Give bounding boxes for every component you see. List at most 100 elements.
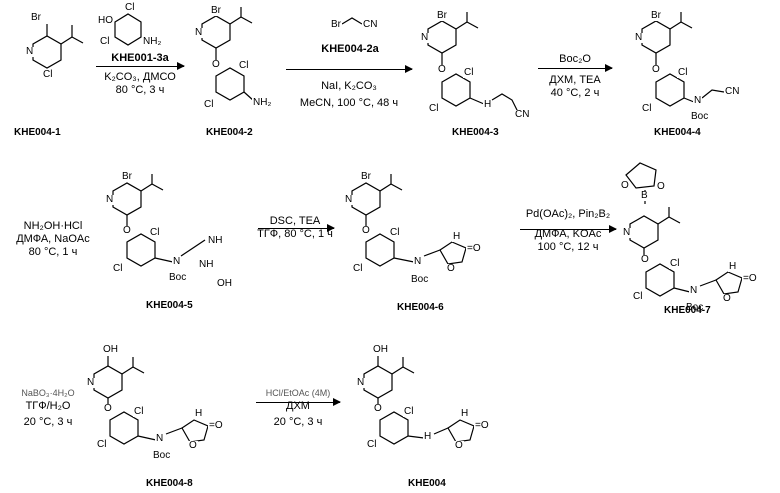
khe004-5-n: N: [105, 195, 114, 205]
structure-khe004-4: [642, 12, 724, 106]
compound-label-khe004-8: KHE004-8: [146, 478, 193, 489]
khe001-3a-nh2: NH₂: [142, 37, 162, 47]
khe004-8-cl-bottom: Cl: [96, 440, 107, 450]
compound-label-khe004: KHE004: [408, 478, 446, 489]
khe004-2a-cn: CN: [362, 20, 378, 30]
step-2-conditions-below: NaI, K₂CO₃ MeCN, 100 °C, 48 ч: [286, 80, 412, 110]
khe004-6-boc: Boc: [410, 275, 429, 285]
khe004-3-cl-bottom: Cl: [428, 104, 439, 114]
khe004-4-br: Br: [650, 11, 662, 21]
khe004-6-ring-o: O: [446, 264, 456, 274]
step-6-line0: Pd(OAc)₂, Pin₂B₂: [520, 208, 616, 221]
khe004-h: H: [460, 409, 469, 419]
khe001-3a-cl: Cl: [99, 37, 110, 47]
khe004-3-n: N: [420, 33, 429, 43]
khe004-6-o: O: [361, 226, 371, 236]
khe004-7-ring-o: O: [722, 294, 732, 304]
khe004-ring-o: O: [454, 441, 464, 451]
compound-label-khe004-5: KHE004-5: [146, 300, 193, 311]
reaction-arrow-2: [286, 69, 412, 70]
khe004-carbonyl: =O: [474, 421, 490, 431]
khe004-5-n-oxime: NH: [198, 260, 214, 270]
step-8-conditions: HCl/EtOAc (4M) ДХМ 20 °C, 3 ч: [258, 387, 338, 429]
step-4-line2: 80 °C, 1 ч: [8, 246, 98, 259]
khe004-7-cl-bottom: Cl: [632, 292, 643, 302]
khe004-1-n: N: [25, 47, 34, 57]
khe004-4-n: N: [634, 33, 643, 43]
khe004-o: O: [373, 404, 383, 414]
step-6-conditions: Pd(OAc)₂, Pin₂B₂ ДМФА, KOAc 100 °C, 12 ч: [520, 208, 616, 254]
khe004-cl-top: Cl: [403, 407, 414, 417]
step-7-line2: 20 °C, 3 ч: [8, 416, 88, 429]
khe004-cl-bottom: Cl: [366, 440, 377, 450]
reaction-arrow-1: [96, 66, 184, 67]
structure-khe004-3: [428, 12, 518, 112]
step-3-line2: 40 °C, 2 ч: [538, 87, 612, 100]
khe004-5-boc: Boc: [168, 273, 187, 283]
khe004-4-cn: CN: [724, 87, 740, 97]
step-1-conditions-below: K₂CO₃, ДМСО 80 °C, 3 ч: [96, 71, 184, 97]
reaction-arrow-6: [520, 229, 616, 230]
khe004-5-br: Br: [121, 172, 133, 182]
step-5-line0: DSC, TEA: [255, 215, 335, 228]
khe004-3-o: O: [437, 65, 447, 75]
khe004-4-n-amine: N: [693, 96, 702, 106]
compound-label-khe004-6: KHE004-6: [397, 302, 444, 313]
khe004-4-boc: Boc: [690, 112, 709, 122]
step-8-line2: 20 °C, 3 ч: [258, 416, 338, 429]
khe004-5-nh: NH: [207, 236, 223, 246]
khe004-8-cl-top: Cl: [133, 407, 144, 417]
step-2-line2: MeCN, 100 °C, 48 ч: [286, 97, 412, 110]
khe004-4-cl-top: Cl: [677, 68, 688, 78]
structure-khe004-8: [94, 356, 208, 444]
step-8-line0: HCl/EtOAc (4M): [258, 387, 338, 400]
structure-khe004-2: [202, 7, 254, 101]
compound-label-khe004-2: KHE004-2: [206, 127, 253, 138]
khe004-3-nh: H: [483, 100, 492, 110]
khe004-2-br: Br: [210, 6, 222, 16]
khe004-6-cl-top: Cl: [389, 228, 400, 238]
khe004-7-carbonyl: =O: [742, 274, 758, 284]
compound-label-khe004-7: KHE004-7: [664, 305, 711, 316]
step-1-line2: 80 °C, 3 ч: [96, 84, 184, 97]
khe004-4-o: O: [651, 65, 661, 75]
structure-khe004-2a: [342, 18, 362, 24]
khe001-3a-cl-top: Cl: [124, 3, 135, 13]
khe001-3a-ho: HO: [97, 16, 114, 26]
step-2-conditions: KHE004-2a: [300, 43, 400, 56]
khe004-5-n-amine: N: [172, 257, 181, 267]
step-5-line1: ТГФ, 80 °C, 1 ч: [255, 228, 335, 241]
structure-khe004-6: [352, 174, 466, 266]
khe004-7-o: O: [640, 255, 650, 265]
khe004-7-n-amine: N: [689, 286, 698, 296]
step-3-conditions: Boc₂O: [540, 53, 610, 66]
step-3-reagent: Boc₂O: [540, 53, 610, 66]
compound-label-khe004-4: KHE004-4: [654, 127, 701, 138]
structure-khe004-7: [626, 163, 742, 296]
khe004-6-carbonyl: =O: [466, 244, 482, 254]
khe004-5-oh: OH: [216, 279, 233, 289]
step-3-line1: ДХМ, TEA: [538, 74, 612, 87]
step-1-reagent-label: KHE001-3a: [100, 52, 180, 65]
khe004-6-br: Br: [360, 172, 372, 182]
structure-khe004-5: [113, 174, 205, 266]
step-4-conditions: NH₂OH·HCl ДМФА, NaOAc 80 °C, 1 ч: [8, 220, 98, 259]
khe004-3-cn: CN: [514, 110, 530, 120]
step-1-line1: K₂CO₃, ДМСО: [96, 71, 184, 84]
khe004-2-o: O: [211, 60, 221, 70]
step-4-line0: NH₂OH·HCl: [8, 220, 98, 233]
step-2-line1: NaI, K₂CO₃: [286, 80, 412, 93]
khe004-8-boc: Boc: [152, 451, 171, 461]
khe004-1-br: Br: [30, 13, 42, 23]
khe004-8-ring-o: O: [188, 441, 198, 451]
khe004-nh: H: [423, 432, 432, 442]
khe004-6-cl-bottom: Cl: [352, 264, 363, 274]
khe004-7-n: N: [622, 228, 631, 238]
khe004-4-cl-bottom: Cl: [641, 104, 652, 114]
khe004-8-h: H: [194, 409, 203, 419]
khe004-7-h: H: [728, 262, 737, 272]
khe004-6-n: N: [344, 195, 353, 205]
khe004-6-h: H: [452, 232, 461, 242]
khe004-3-cl-top: Cl: [463, 68, 474, 78]
khe004-7-bpin-o-right: O: [656, 182, 666, 192]
